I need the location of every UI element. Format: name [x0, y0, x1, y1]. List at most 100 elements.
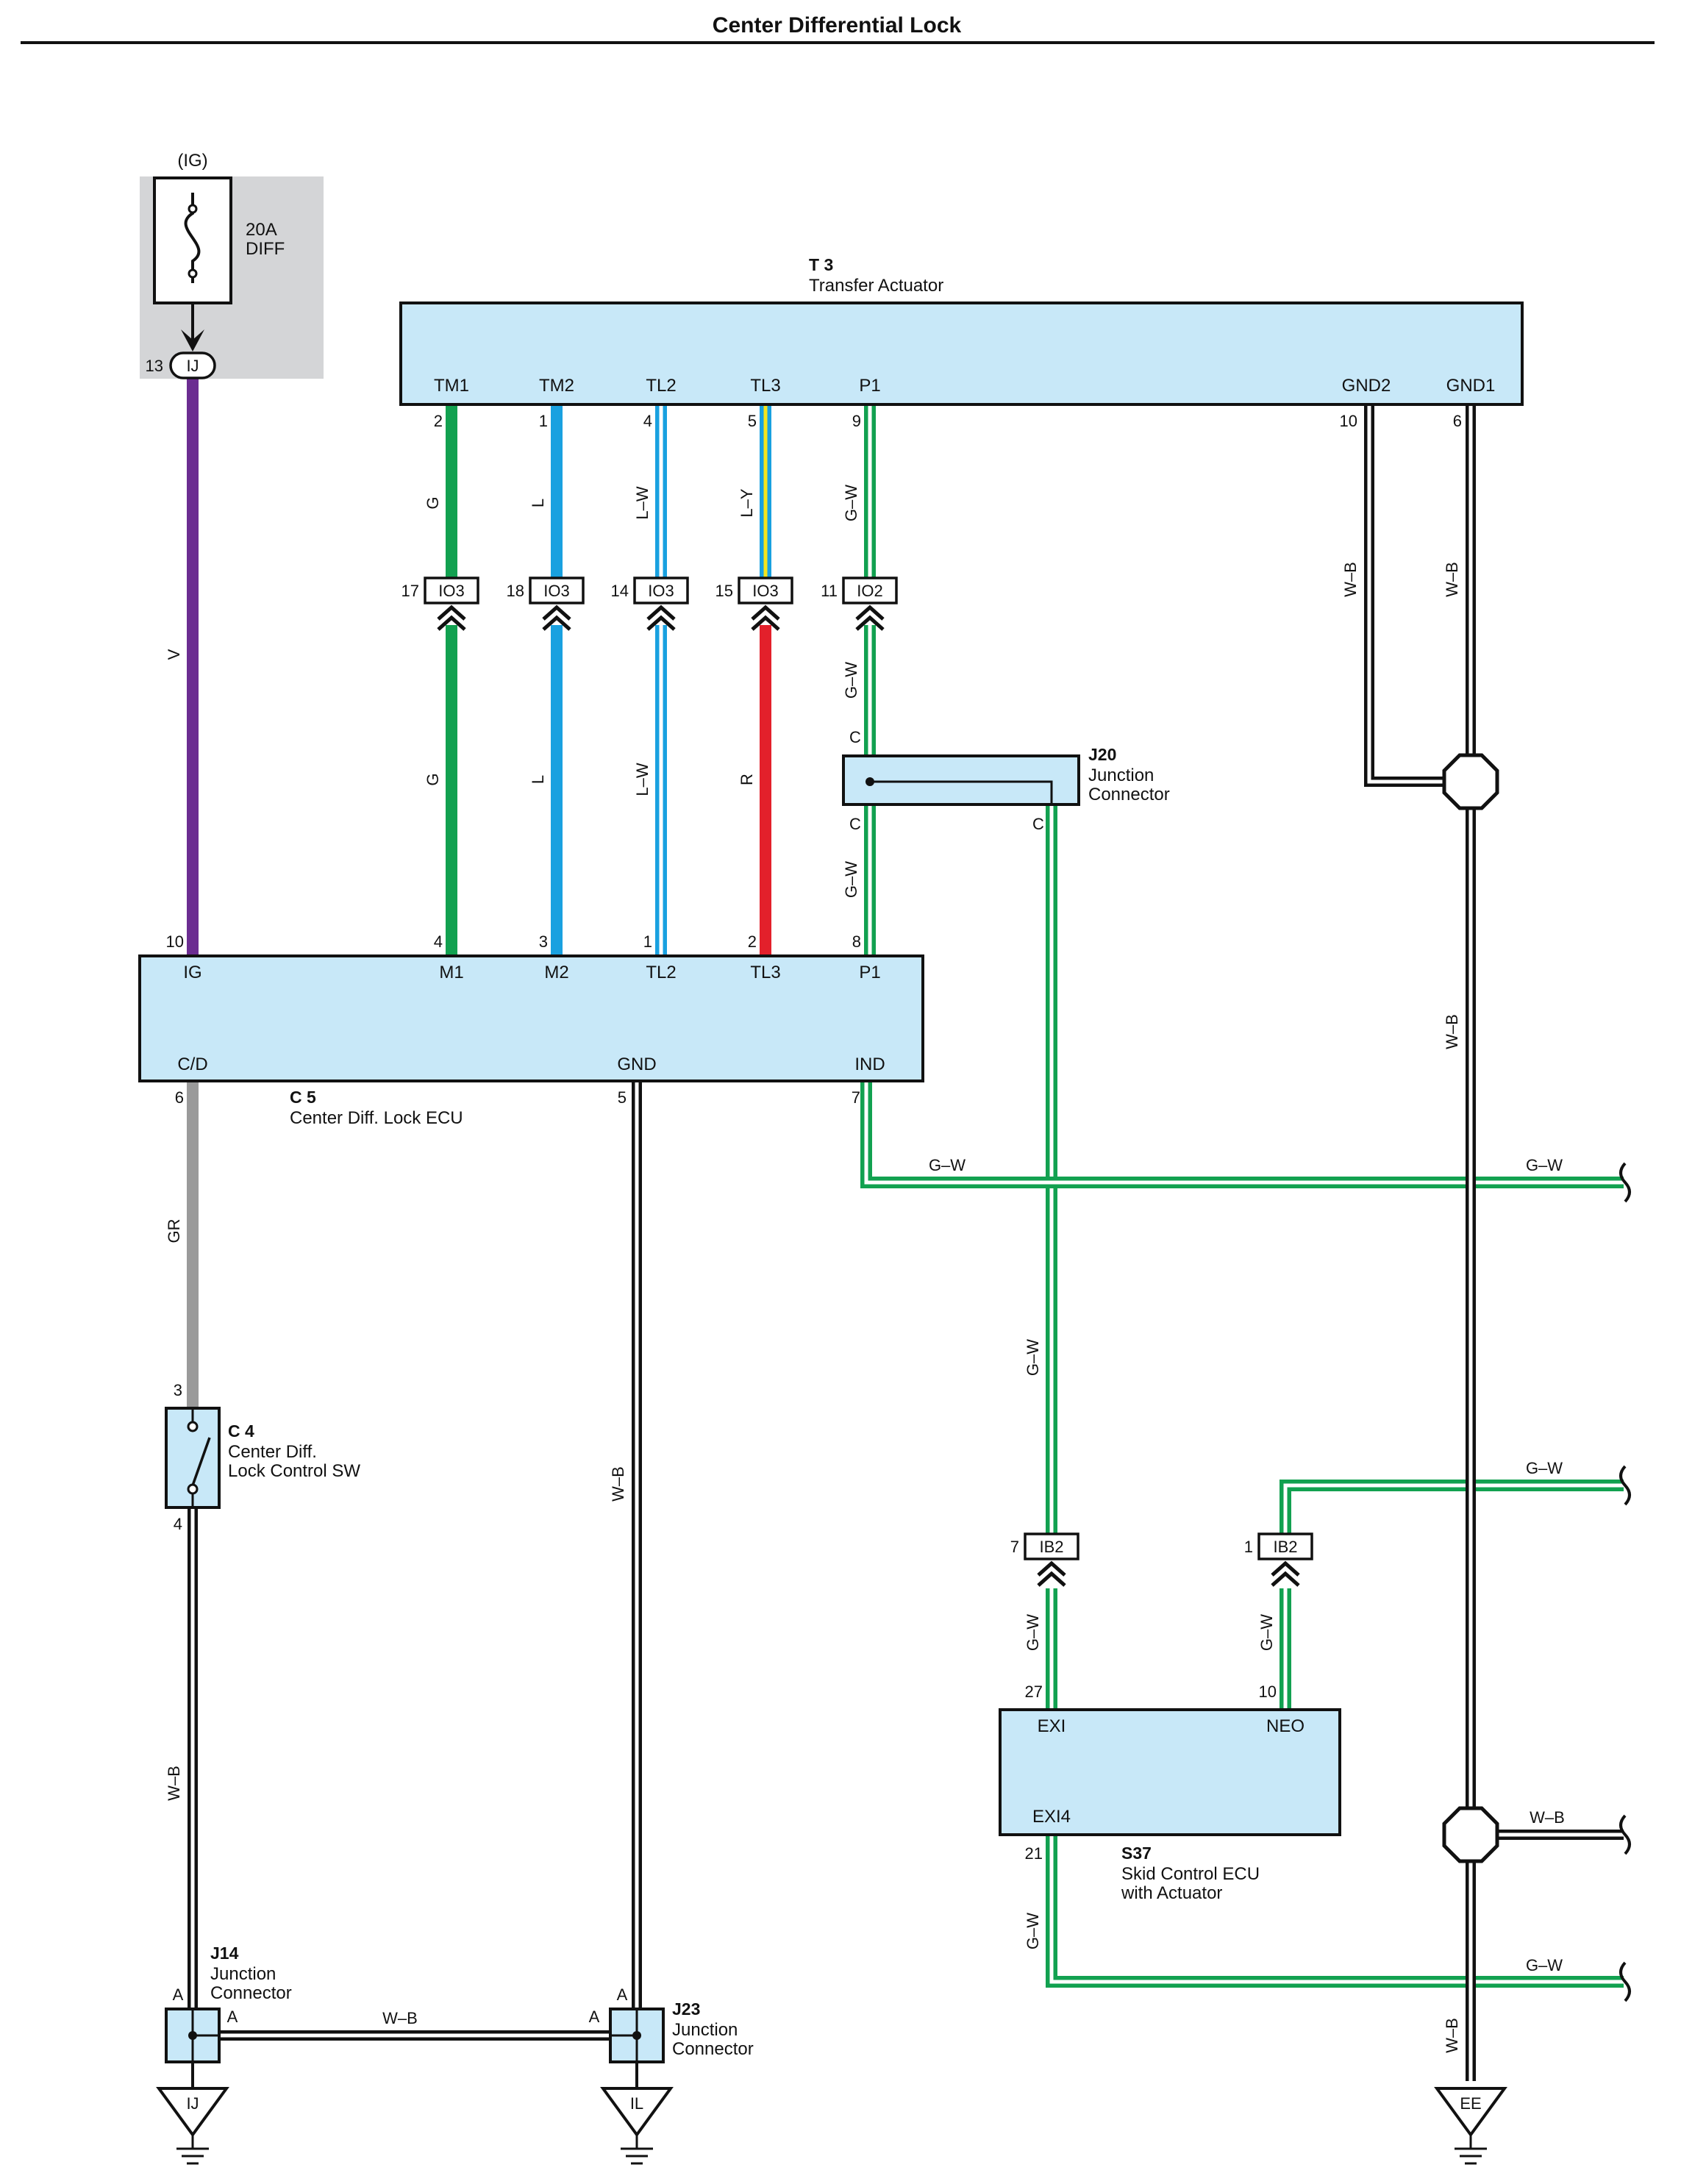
svg-text:11: 11 [821, 582, 838, 600]
c4-code: C 4 [228, 1421, 254, 1441]
svg-text:21: 21 [1025, 1844, 1043, 1863]
j20-node [866, 777, 874, 786]
svg-text:8: 8 [852, 932, 861, 951]
j14-code: J14 [210, 1944, 239, 1963]
svg-text:3: 3 [539, 932, 548, 951]
svg-text:1: 1 [1244, 1538, 1253, 1556]
svg-text:G–W: G–W [1526, 1459, 1563, 1477]
t3-box [399, 301, 1524, 406]
svg-text:G–W: G–W [1024, 1339, 1042, 1376]
j20-box [842, 754, 1080, 806]
svg-text:G–W: G–W [1526, 1956, 1563, 1974]
svg-text:3: 3 [174, 1381, 182, 1399]
svg-text:L–W: L–W [633, 763, 652, 796]
component-j14: A A J14 Junction Connector [165, 1944, 292, 2063]
svg-text:1: 1 [643, 932, 652, 951]
connector-ij-oval [169, 351, 216, 379]
svg-text:EE: EE [1460, 2094, 1481, 2113]
svg-text:GR: GR [165, 1219, 183, 1243]
svg-text:L: L [529, 775, 547, 784]
svg-text:IND: IND [854, 1054, 885, 1074]
component-t3: T 3 Transfer Actuator TM1 TM2 TL2 TL3 P1… [399, 255, 1524, 430]
fuse-block: (IG) 20A DIFF IJ 13 [140, 151, 324, 379]
t3-pin-num: 5 [748, 412, 757, 430]
connector-io3-14: IO3 14 [611, 577, 689, 631]
break-gw-ind [1619, 1162, 1631, 1203]
svg-text:GND: GND [617, 1054, 656, 1074]
fuse-arrow-icon [181, 329, 204, 351]
svg-text:V: V [165, 649, 183, 660]
svg-text:Connector: Connector [672, 2039, 754, 2059]
svg-text:IG: IG [183, 963, 201, 982]
svg-text:TL3: TL3 [750, 963, 780, 982]
svg-text:27: 27 [1025, 1682, 1043, 1701]
ground-triangle-icon [1434, 2087, 1507, 2138]
mating-arrow-icon [1271, 1560, 1300, 1587]
svg-text:EXI4: EXI4 [1032, 1807, 1071, 1827]
component-c4: 3 4 C 4 Center Diff. Lock Control SW [165, 1381, 360, 1533]
svg-text:G–W: G–W [1257, 1614, 1276, 1651]
component-j23: A A J23 Junction Connector [589, 1985, 754, 2063]
page-title: Center Differential Lock [713, 13, 962, 38]
svg-text:G–W: G–W [1526, 1156, 1563, 1174]
wire-color-labels: V G G L L L–W L–W L–Y R G–W G–W G–W G–W … [165, 485, 1565, 2053]
s37-code: S37 [1121, 1844, 1152, 1863]
t3-pin-label: GND2 [1342, 376, 1391, 396]
svg-text:P1: P1 [859, 963, 880, 982]
svg-text:Junction: Junction [1088, 766, 1154, 785]
svg-text:W–B: W–B [1443, 2018, 1461, 2053]
svg-text:A: A [227, 2008, 238, 2026]
svg-text:4: 4 [434, 932, 443, 951]
connector-io3-15: IO3 15 [715, 577, 793, 631]
break-gw-neo [1619, 1465, 1631, 1506]
c5-box [138, 954, 924, 1082]
t3-pin-num: 10 [1340, 412, 1357, 430]
connector-ib2-1: IB2 1 [1244, 1532, 1313, 1587]
svg-text:W–B: W–B [1443, 562, 1461, 597]
wire-gw-exi4 [1046, 1835, 1624, 1988]
connector-io3-17: IO3 17 [401, 577, 479, 631]
svg-text:W–B: W–B [382, 2009, 418, 2027]
wire-gw-neo [1280, 1480, 1624, 1710]
svg-text:2: 2 [748, 932, 757, 951]
svg-text:W–B: W–B [609, 1466, 627, 1502]
svg-text:M2: M2 [544, 963, 568, 982]
svg-text:EXI: EXI [1038, 1716, 1066, 1736]
s37-box [999, 1708, 1341, 1836]
svg-text:Junction: Junction [210, 1964, 276, 1984]
mating-arrow-icon [855, 604, 885, 631]
j20-code: J20 [1088, 745, 1116, 764]
break-marks [1619, 1162, 1631, 2002]
mating-arrow-icon [1037, 1560, 1066, 1587]
svg-text:15: 15 [715, 582, 733, 600]
t3-pin-label: P1 [859, 376, 880, 396]
svg-text:7: 7 [1010, 1538, 1019, 1556]
break-gw-exi4 [1619, 1961, 1631, 2002]
connector-ib2-7: IB2 7 [1010, 1532, 1079, 1587]
svg-text:5: 5 [618, 1088, 627, 1107]
svg-text:G–W: G–W [842, 485, 860, 521]
svg-text:IO3: IO3 [648, 582, 674, 600]
t3-pin-num: 6 [1453, 412, 1462, 430]
c5-code: C 5 [290, 1088, 316, 1107]
ground-il: IL [600, 2087, 674, 2165]
svg-text:C: C [1032, 815, 1044, 833]
t3-pin-label: TL2 [646, 376, 676, 396]
svg-text:Junction: Junction [672, 2020, 738, 2040]
t3-pin-label: TM2 [539, 376, 574, 396]
mating-arrow-icon [646, 604, 676, 631]
svg-text:R: R [738, 774, 756, 785]
connector-ij-pin: 13 [146, 357, 163, 375]
connector-ij-label: IJ [186, 357, 199, 375]
t3-pin-label: TL3 [750, 376, 780, 396]
j23-code: J23 [672, 1999, 700, 2019]
t3-pin-num: 9 [852, 412, 861, 430]
svg-text:Connector: Connector [210, 1983, 292, 2003]
ground-ij: IJ [156, 2087, 229, 2165]
svg-text:C: C [849, 815, 861, 833]
svg-text:W–B: W–B [1443, 1014, 1461, 1049]
svg-text:IO3: IO3 [438, 582, 464, 600]
splice-octagon-icon [1442, 753, 1499, 810]
svg-text:IL: IL [630, 2094, 643, 2113]
svg-text:W–B: W–B [1341, 562, 1360, 597]
